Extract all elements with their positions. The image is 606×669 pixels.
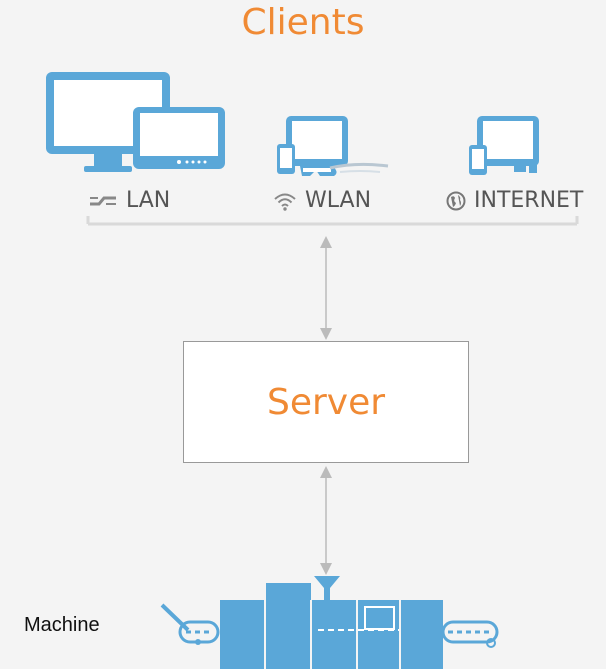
- globe-icon: [446, 191, 466, 211]
- lan-label: LAN: [126, 188, 171, 213]
- server-box: Server: [183, 341, 469, 463]
- server-label: Server: [266, 381, 386, 423]
- wifi-icon: [273, 191, 297, 211]
- server-machine-connector: [320, 466, 332, 575]
- lan-plug-icon: [88, 192, 118, 210]
- wlan-label: WLAN: [305, 188, 372, 213]
- internet-devices-icon: [469, 116, 539, 175]
- network-label-wlan: WLAN: [273, 188, 371, 213]
- network-label-internet: INTERNET: [446, 188, 583, 213]
- wlan-devices-icon: [277, 116, 389, 176]
- network-label-lan: LAN: [88, 188, 170, 213]
- machine-label: Machine: [24, 614, 100, 636]
- machine-icon: [160, 576, 499, 669]
- clients-title: Clients: [241, 2, 365, 43]
- clients-server-connector: [320, 236, 332, 340]
- internet-label: INTERNET: [474, 188, 584, 213]
- tablet-landscape-icon: [133, 107, 225, 169]
